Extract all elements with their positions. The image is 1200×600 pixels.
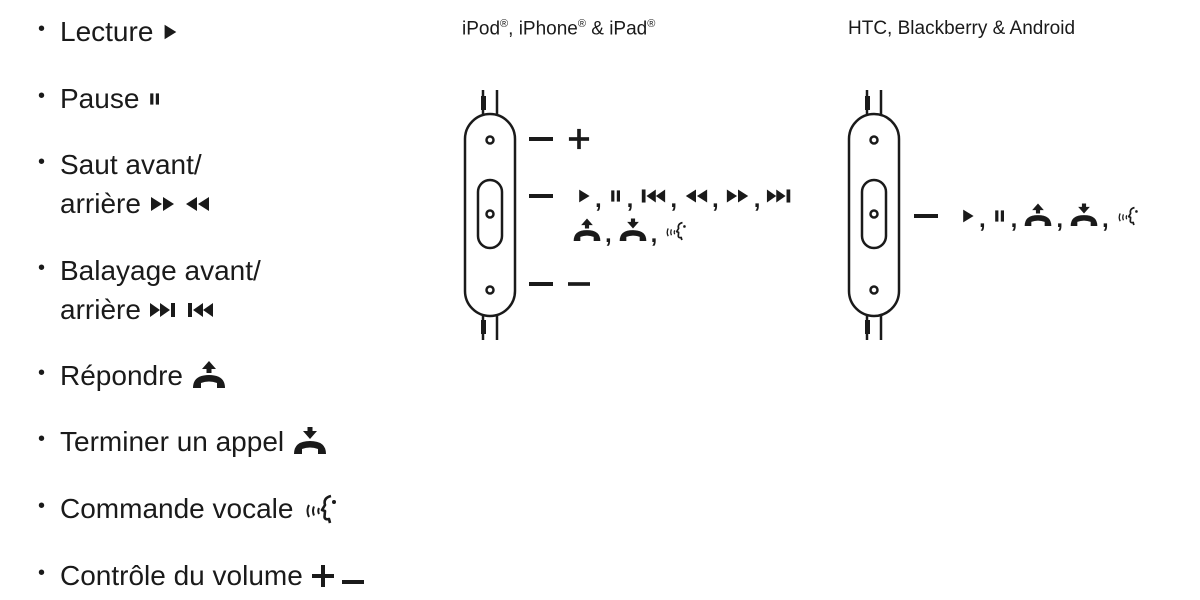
answer-call-icon bbox=[191, 361, 227, 391]
apple-volume-up-row bbox=[526, 128, 592, 150]
apple-call-row: , , bbox=[570, 218, 691, 248]
legend-item-terminer: • Terminer un appel bbox=[38, 422, 334, 461]
comma: , bbox=[1010, 206, 1018, 233]
legend-item-balayage: • Balayage avant/ arrière bbox=[38, 251, 269, 329]
rewind-icon bbox=[683, 186, 709, 206]
legend-label-commande: Commande vocale bbox=[60, 493, 294, 524]
fast-forward-icon bbox=[149, 194, 177, 214]
end-call-icon bbox=[618, 218, 648, 244]
comma: , bbox=[712, 186, 719, 213]
controls-legend: • Lecture • Pause • Saut avant/ arrière bbox=[38, 0, 458, 600]
bullet: • bbox=[38, 428, 46, 450]
skip-previous-icon bbox=[639, 186, 667, 206]
connector-dash bbox=[528, 280, 554, 288]
comma: , bbox=[753, 186, 761, 213]
apple-center-row: , , , , , bbox=[526, 184, 796, 212]
remote-apple bbox=[461, 88, 519, 342]
legend-item-repondre: • Répondre bbox=[38, 356, 233, 395]
end-call-icon bbox=[292, 427, 328, 457]
comma: , bbox=[626, 186, 634, 213]
registered-mark: ® bbox=[500, 18, 509, 30]
legend-label-repondre: Répondre bbox=[60, 360, 183, 391]
legend-item-volume: • Contrôle du volume bbox=[38, 556, 371, 595]
answer-call-icon bbox=[572, 218, 602, 244]
volume-plus-icon bbox=[311, 564, 335, 588]
legend-label-saut-line2: arrière bbox=[60, 188, 141, 219]
bullet: • bbox=[38, 495, 46, 517]
bullet: • bbox=[38, 18, 46, 40]
connector-dash bbox=[912, 212, 940, 220]
device-title-apple: iPod®, iPhone® & iPad® bbox=[462, 18, 655, 40]
bullet: • bbox=[38, 362, 46, 384]
legend-item-commande: • Commande vocale bbox=[38, 489, 347, 528]
play-icon bbox=[576, 186, 592, 206]
legend-label-balayage-line1: Balayage avant/ bbox=[60, 255, 261, 286]
legend-label-balayage-line2: arrière bbox=[60, 294, 141, 325]
legend-item-pause: • Pause bbox=[38, 79, 169, 118]
voice-command-icon bbox=[1115, 205, 1141, 227]
legend-label-volume: Contrôle du volume bbox=[60, 560, 303, 591]
skip-next-icon bbox=[149, 300, 179, 320]
registered-mark: ® bbox=[647, 18, 656, 30]
bullet: • bbox=[38, 257, 46, 279]
voice-command-icon bbox=[663, 220, 689, 242]
android-center-row: , , , , bbox=[910, 203, 1143, 233]
comma: , bbox=[979, 206, 986, 233]
fast-forward-icon bbox=[725, 186, 751, 206]
comma: , bbox=[605, 221, 612, 248]
remote-android bbox=[845, 88, 903, 342]
title-part: , iPhone bbox=[508, 18, 578, 40]
comma: , bbox=[1102, 206, 1109, 233]
volume-plus-icon bbox=[568, 128, 590, 150]
legend-item-lecture: • Lecture bbox=[38, 12, 185, 51]
pause-icon bbox=[992, 206, 1008, 226]
legend-label-lecture: Lecture bbox=[60, 16, 154, 47]
volume-minus-icon bbox=[568, 280, 590, 288]
play-icon bbox=[960, 206, 976, 226]
legend-label-saut-line1: Saut avant/ bbox=[60, 149, 202, 180]
skip-previous-icon bbox=[185, 300, 215, 320]
connector-dash bbox=[528, 135, 554, 143]
voice-command-icon bbox=[301, 493, 341, 525]
apple-volume-down-row bbox=[526, 280, 592, 288]
title-part: iPod bbox=[462, 18, 501, 40]
legend-label-terminer: Terminer un appel bbox=[60, 426, 285, 457]
comma: , bbox=[1056, 206, 1064, 233]
bullet: • bbox=[38, 562, 46, 584]
answer-call-icon bbox=[1023, 203, 1053, 229]
comma: , bbox=[670, 186, 678, 213]
rewind-icon bbox=[183, 194, 211, 214]
end-call-icon bbox=[1069, 203, 1099, 229]
bullet: • bbox=[38, 85, 46, 107]
bullet: • bbox=[38, 151, 46, 173]
pause-icon bbox=[608, 186, 624, 206]
comma: , bbox=[650, 221, 658, 248]
volume-minus-icon bbox=[341, 564, 365, 588]
legend-item-saut: • Saut avant/ arrière bbox=[38, 145, 217, 223]
registered-mark: ® bbox=[577, 18, 586, 30]
comma: , bbox=[595, 186, 602, 213]
pause-icon bbox=[147, 89, 163, 109]
device-title-android: HTC, Blackberry & Android bbox=[848, 18, 1076, 39]
title-part: & iPad bbox=[585, 18, 648, 40]
legend-label-pause: Pause bbox=[60, 83, 140, 114]
connector-dash bbox=[528, 192, 554, 200]
skip-next-icon bbox=[766, 186, 794, 206]
play-icon bbox=[161, 21, 179, 43]
